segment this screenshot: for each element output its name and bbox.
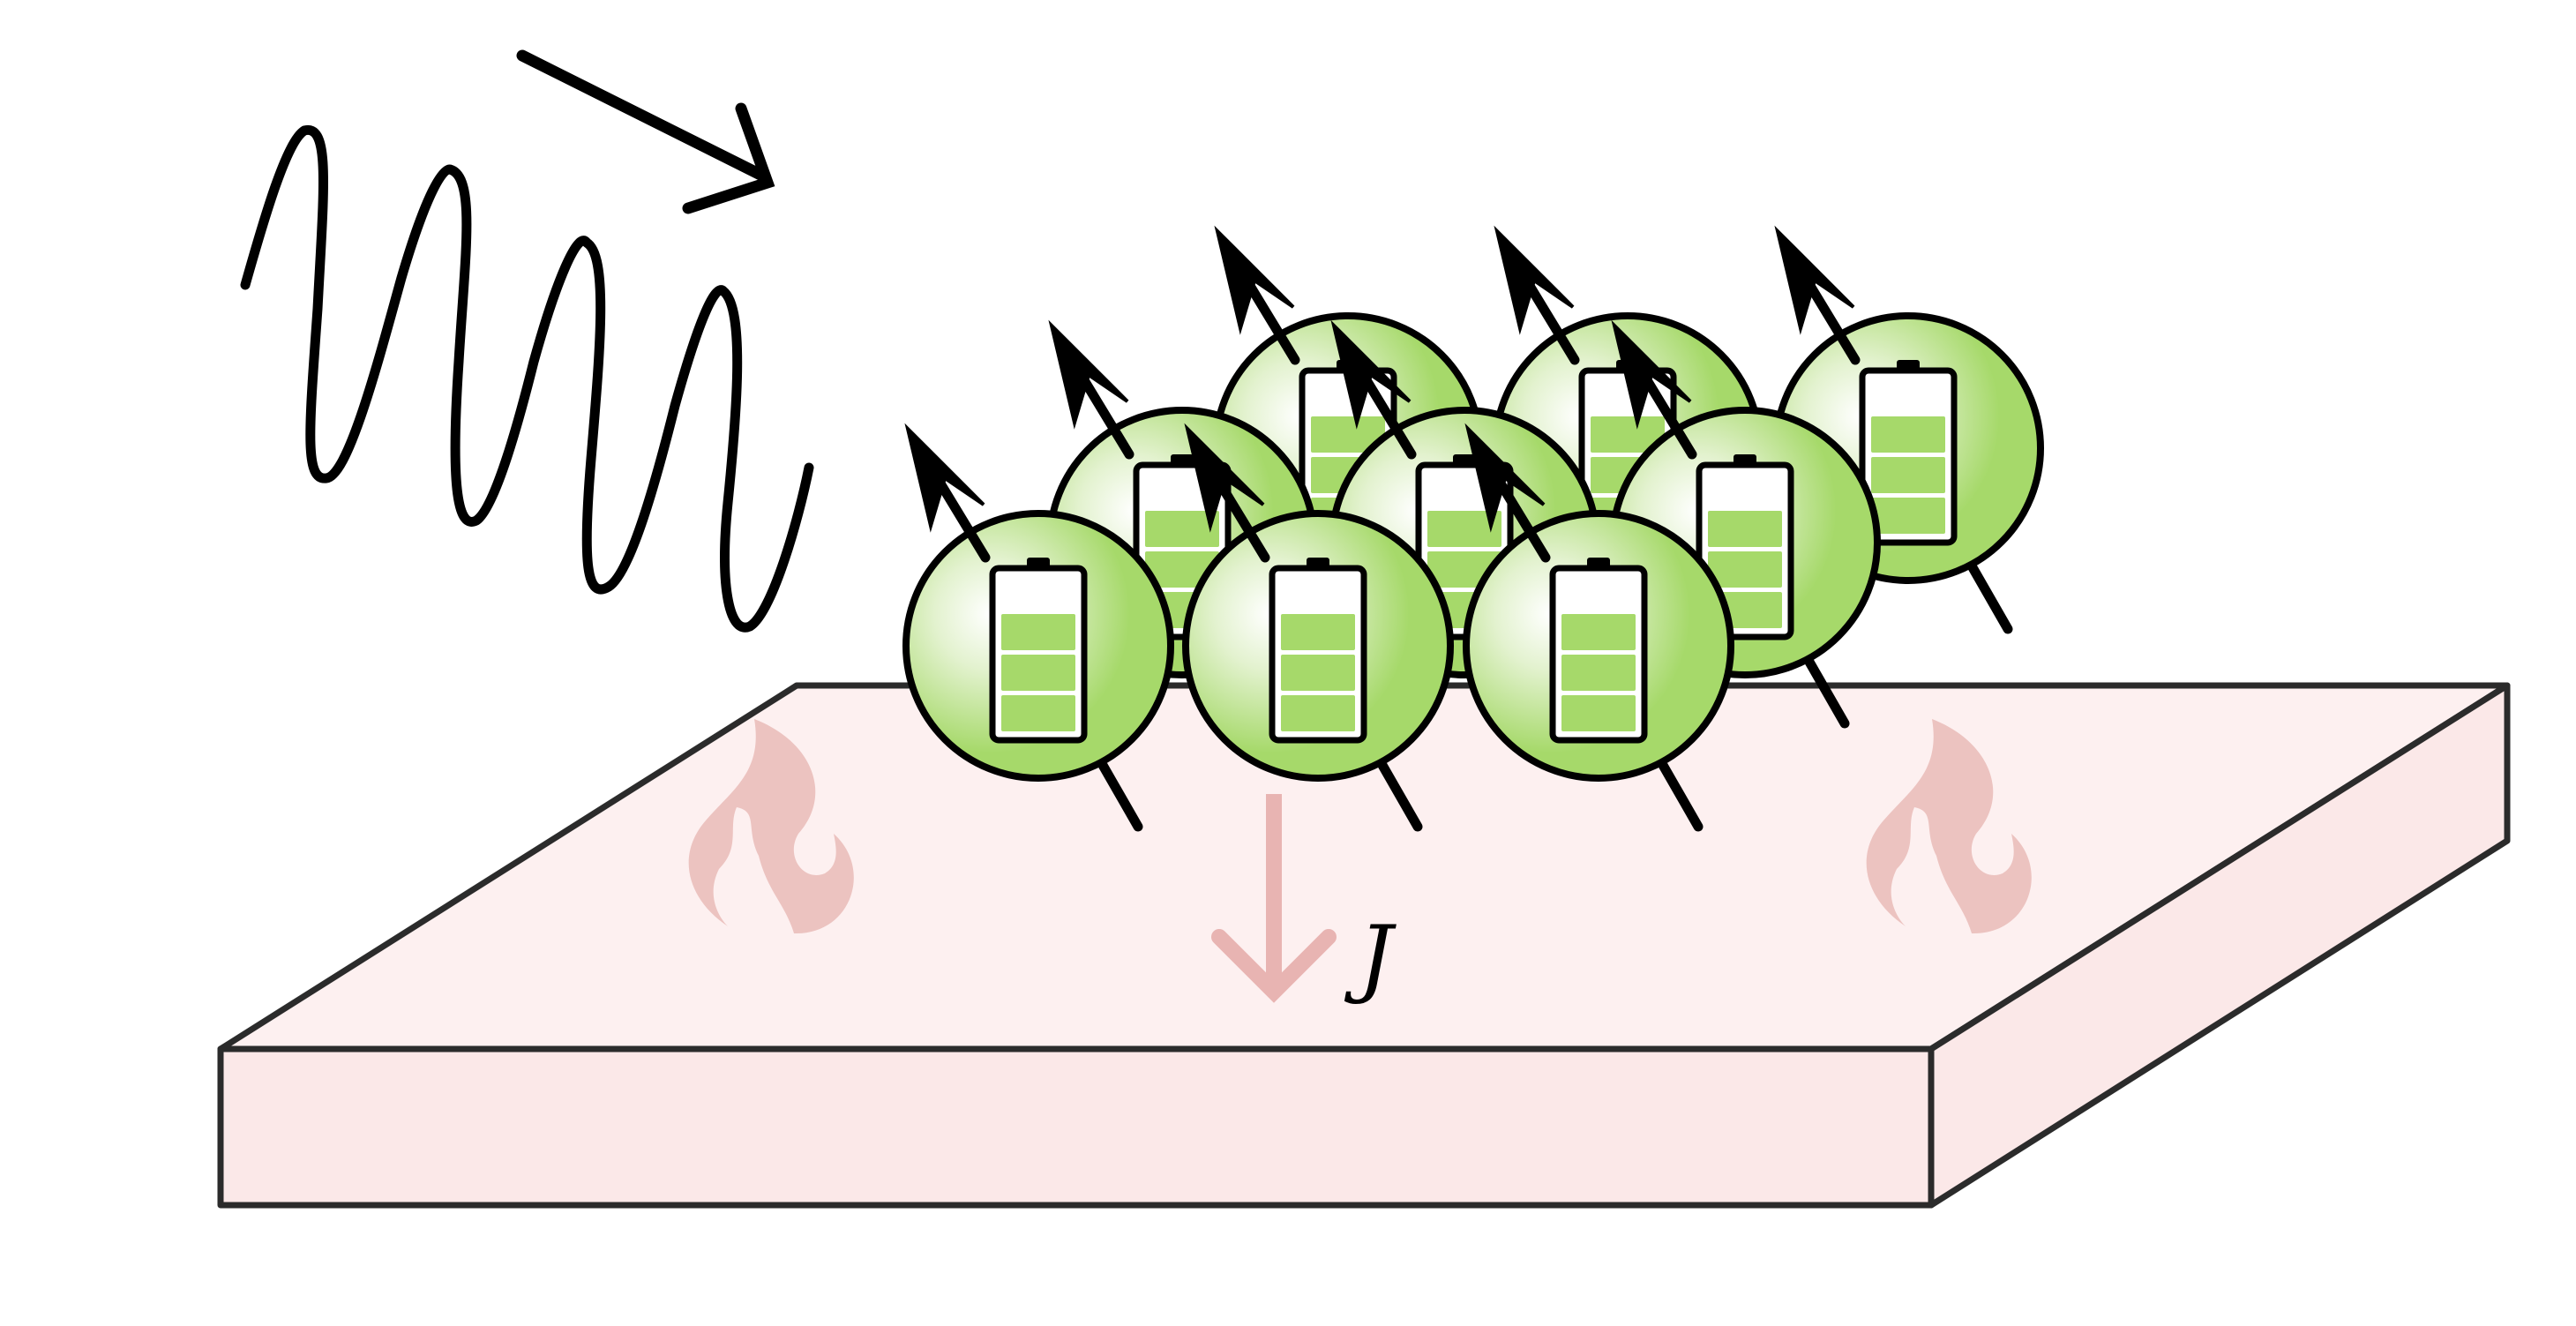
wavy-light-icon [240,49,814,633]
battery-charge-segment [1281,614,1355,650]
slab-side-face [1928,682,2511,1209]
battery-charge-segment [1281,695,1355,731]
battery-charge-segment [1001,655,1075,691]
battery-charge-segment [1001,614,1075,650]
spin-arrow-tail [1965,558,2013,634]
spin-arrow-tail [1655,755,1704,832]
spin-arrow-icon [904,423,985,533]
spin-arrow-icon [1494,225,1575,335]
spin-arrow-icon [1464,423,1546,533]
spin-arrow-icon [1774,225,1855,335]
battery-charge-segment [1708,551,1782,588]
arrow-down-icon [1211,794,1337,1003]
spin-arrow-tail [1374,755,1423,832]
battery-charge-segment [1871,457,1945,493]
spin-particle [902,423,1174,832]
spin-arrow-tail [1095,755,1143,832]
battery-charge-segment [1561,614,1636,650]
battery-charge-segment [1001,695,1075,731]
battery-charge-segment [1561,695,1636,731]
battery-charge-segment [1561,655,1636,691]
spin-particle [1463,423,1734,832]
battery-charge-segment [1871,416,1945,453]
battery-icon [989,558,1088,744]
battery-charge-segment [1871,498,1945,534]
flame-icon [688,719,854,934]
spin-arrow-icon [1611,319,1692,430]
battery-icon [1269,558,1367,744]
battery-charge-segment [1311,416,1385,453]
battery-charge-segment [1427,511,1501,547]
flame-icon [1866,719,2032,934]
slab-front-face [217,1045,1935,1209]
spin-arrow-icon [1048,319,1129,430]
spin-arrow-icon [1184,423,1265,533]
spin-arrow-icon [1214,225,1295,335]
battery-charge-segment [1145,511,1219,547]
battery-icon [1859,360,1958,546]
battery-charge-segment [1708,511,1782,547]
spin-particle [1182,423,1454,832]
particle-array [902,225,2044,832]
spin-arrow-tail [1801,652,1850,729]
spin-arrow-icon [1330,319,1412,430]
battery-charge-segment [1591,416,1665,453]
battery-charge-segment [1281,655,1355,691]
battery-icon [1549,558,1648,744]
